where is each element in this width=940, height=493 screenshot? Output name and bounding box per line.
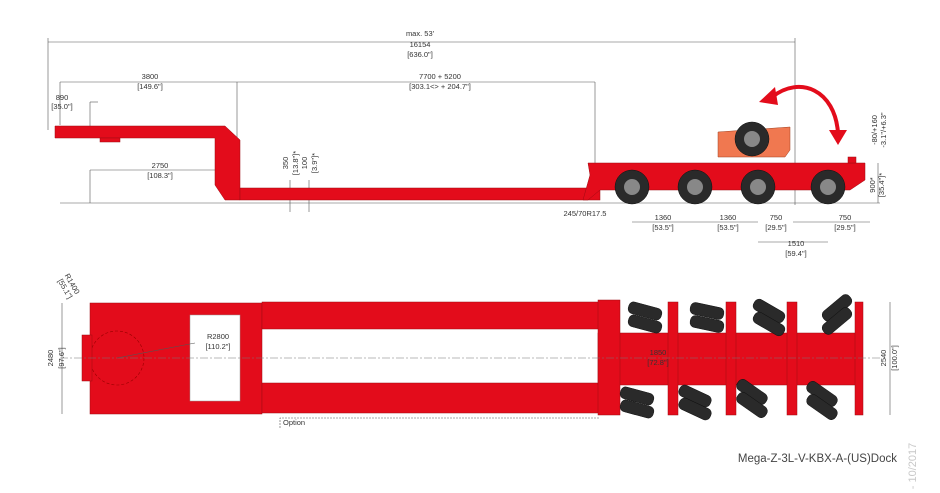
main-beam-upper <box>261 301 603 330</box>
side-view: max. 53' 16154 [636.0"] 3800 [149.6"] 77… <box>47 29 888 258</box>
arrow-head-down <box>829 130 847 145</box>
drawing-date: - 10/2017 <box>907 443 919 489</box>
turn-radius-mm: R2800 <box>207 332 229 341</box>
track-in: [72.8"] <box>647 358 668 367</box>
gooseneck-length-mm: 3800 <box>142 72 159 81</box>
ground-clearance-in: [3.9"]* <box>310 153 319 173</box>
axle1-in: [53.5"] <box>652 223 673 232</box>
cross-members <box>667 301 864 416</box>
height-adjust-in: -3.1"/+6.3" <box>879 112 888 147</box>
low-deck <box>239 187 601 201</box>
axle1-mm: 1360 <box>655 213 672 222</box>
bogie-height-mm: 900* <box>868 177 877 193</box>
axle3-mm: 750 <box>770 213 783 222</box>
gooseneck-height-in: [35.0"] <box>51 102 72 111</box>
gooseneck-width-mm: 2480 <box>46 350 55 367</box>
gooseneck-width-in: [97.6"] <box>57 347 66 368</box>
deck-height-in: [13.8"]* <box>291 151 300 175</box>
ground-clearance-mm: 100 <box>300 157 309 170</box>
axle-spread-mm: 1510 <box>788 239 805 248</box>
rear-bogie-frame <box>582 162 866 201</box>
gooseneck-length-in: [149.6"] <box>137 82 163 91</box>
gooseneck-height-mm: 890 <box>56 93 69 102</box>
height-adjust-mm: -80/+160 <box>870 115 879 145</box>
kingpin-distance-mm: 2750 <box>152 161 169 170</box>
gooseneck <box>54 125 241 201</box>
axle-spread-in: [59.4"] <box>785 249 806 258</box>
tire-size: 245/70R17.5 <box>564 209 607 218</box>
deck-height-mm: 350 <box>281 157 290 170</box>
deck-length-in: [303.1<> + 204.7"] <box>409 82 471 91</box>
model-name: Mega-Z-3L-V-KBX-A-(US)Dock <box>738 453 897 465</box>
track-mm: 1850 <box>650 348 667 357</box>
kingpin-distance-in: [108.3"] <box>147 171 173 180</box>
axle4-in: [29.5"] <box>834 223 855 232</box>
option-label: Option <box>283 418 305 427</box>
deck-length-mm: 7700 + 5200 <box>419 72 461 81</box>
width-mm: 2540 <box>879 350 888 367</box>
swap-arrow <box>770 85 840 134</box>
axle2-in: [53.5"] <box>717 223 738 232</box>
overall-length-in: [636.0"] <box>407 50 433 59</box>
arrow-head-left <box>759 87 778 105</box>
top-view: 2480 [97.6"] R1400 [55.1"] R2800 [110.2"… <box>46 272 899 428</box>
overall-length-label: max. 53' <box>406 29 435 38</box>
main-beam-lower <box>261 382 603 414</box>
bogie-height-in: [35.4"]* <box>877 173 886 197</box>
turn-radius-in: [110.2"] <box>205 342 230 351</box>
wheels <box>614 169 846 205</box>
axle2-mm: 1360 <box>720 213 737 222</box>
axle4-mm: 750 <box>839 213 852 222</box>
width-in: [100.0"] <box>890 345 899 371</box>
overall-length-mm: 16154 <box>410 40 431 49</box>
axle3-in: [29.5"] <box>765 223 786 232</box>
top-view-tires <box>619 294 853 421</box>
